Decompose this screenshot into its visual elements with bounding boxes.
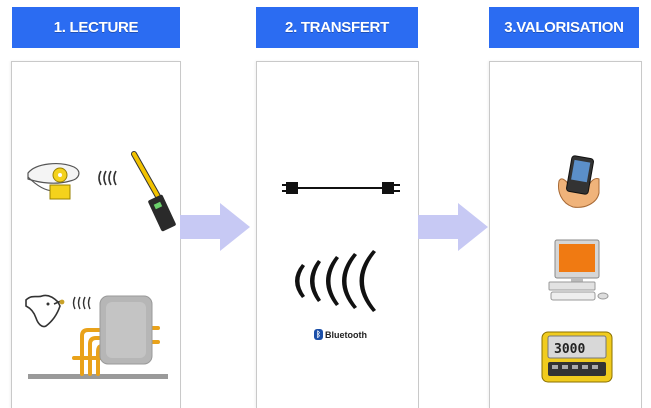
step-1-panel <box>11 61 181 408</box>
cow-head-icon <box>25 294 65 328</box>
bluetooth-icon: ᛒ <box>314 329 323 340</box>
step-1-header: 1. LECTURE <box>12 7 180 48</box>
radio-waves-icon <box>295 250 376 312</box>
desktop-computer-icon <box>548 239 609 301</box>
cable-icon <box>282 182 400 194</box>
rfid-wand-icon <box>131 151 176 232</box>
bluetooth-label: Bluetooth <box>325 329 367 340</box>
bluetooth-logo: ᛒ Bluetooth <box>314 329 367 340</box>
arrow-right-icon <box>418 203 488 251</box>
arrow-right-icon <box>180 203 250 251</box>
radio-waves-icon <box>98 170 117 186</box>
step-2-title: 2. TRANSFERT <box>285 19 389 36</box>
step-1-title: 1. LECTURE <box>53 19 139 36</box>
radio-waves-icon <box>72 296 91 310</box>
step-3-title: 3.VALORISATION <box>504 19 624 36</box>
step-2-panel <box>256 61 419 408</box>
weighing-cage-icon <box>28 295 168 379</box>
step-3-header: 3.VALORISATION <box>489 7 639 48</box>
scale-display-value: 3000 <box>554 342 585 357</box>
weighing-indicator-icon: 3000 <box>541 331 613 383</box>
ear-tag-icon <box>27 163 80 200</box>
pda-in-hand-icon <box>558 155 600 208</box>
step-2-header: 2. TRANSFERT <box>256 7 418 48</box>
